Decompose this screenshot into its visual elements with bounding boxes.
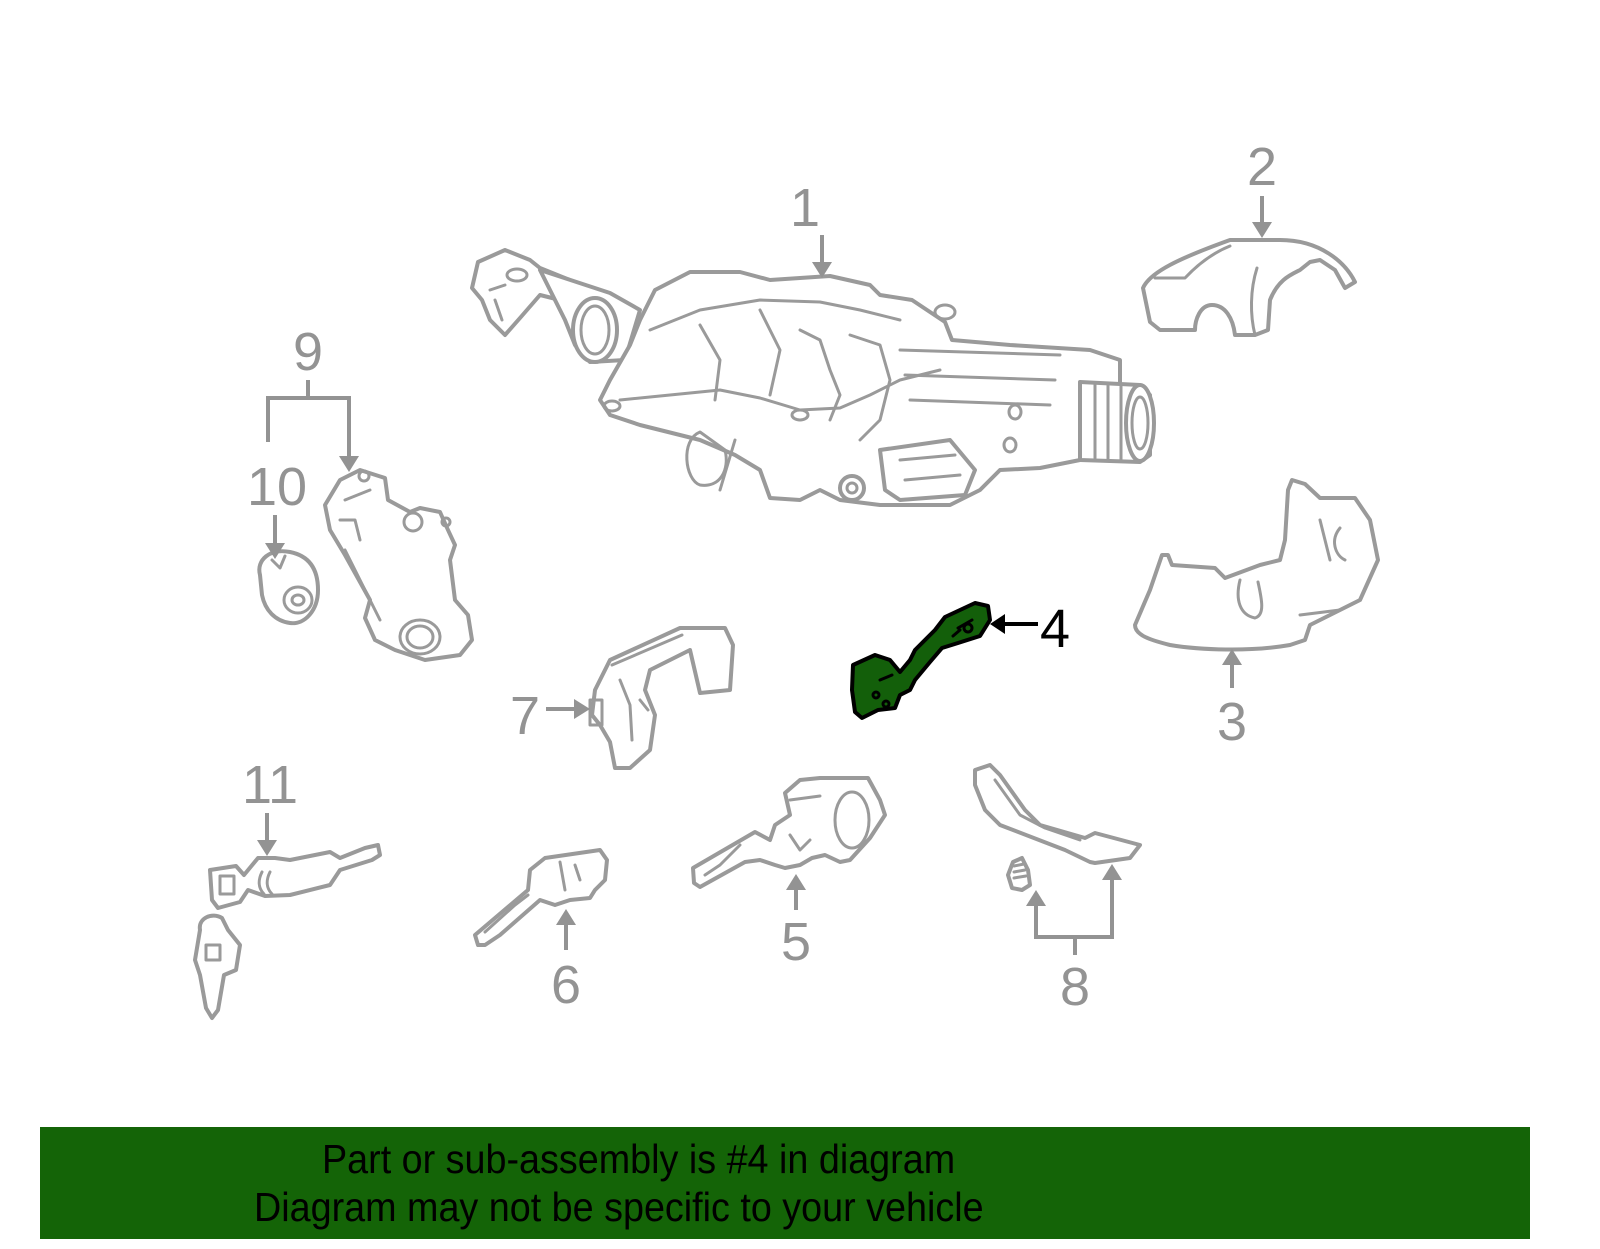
part-2-upper-cover[interactable]: [1141, 238, 1357, 337]
callout-label-4-active: 4: [1040, 599, 1070, 659]
callout-label-1: 1: [790, 178, 820, 238]
info-banner: Part or sub-assembly is #4 in diagram Di…: [40, 1127, 1530, 1239]
callout-label-11: 11: [242, 755, 298, 815]
part-8-trim-panel-and-bolt[interactable]: [973, 763, 1142, 892]
arrow-4-icon: [990, 614, 1005, 634]
part-10-ignition-switch[interactable]: [257, 549, 320, 626]
part-3-lower-cover[interactable]: [1133, 478, 1380, 652]
leader-9: [266, 396, 351, 456]
arrow-11-icon: [257, 840, 277, 856]
callout-label-7: 7: [510, 686, 540, 746]
callout-label-3: 3: [1217, 692, 1247, 752]
arrow-2-icon: [1252, 222, 1272, 238]
arrow-1-icon: [812, 262, 832, 278]
arrow-5-icon: [786, 874, 806, 890]
part-1-steering-column[interactable]: [470, 248, 1156, 507]
leader-8: [1034, 880, 1114, 939]
callout-label-2: 2: [1247, 137, 1277, 197]
callout-label-5: 5: [781, 912, 811, 972]
arrow-7-icon: [574, 699, 590, 719]
part-6-cruise-switch[interactable]: [473, 848, 609, 947]
banner-line-part-number: Part or sub-assembly is #4 in diagram: [322, 1136, 956, 1182]
callout-label-8: 8: [1060, 957, 1090, 1017]
callout-label-9: 9: [293, 322, 323, 382]
banner-line-disclaimer: Diagram may not be specific to your vehi…: [254, 1184, 984, 1230]
arrow-8a-icon: [1026, 890, 1046, 906]
arrow-6-icon: [556, 909, 576, 925]
arrow-8b-icon: [1102, 864, 1122, 880]
part-9-ignition-housing[interactable]: [323, 468, 474, 662]
arrow-9-icon: [339, 456, 359, 472]
callout-label-10: 10: [247, 457, 307, 517]
part-7-switch-housing[interactable]: [588, 626, 735, 770]
part-5-combination-switch[interactable]: [691, 776, 887, 889]
arrow-10-icon: [265, 543, 285, 559]
arrow-3-icon: [1222, 649, 1242, 665]
callout-label-6: 6: [551, 955, 581, 1015]
part-11-lock-cylinder-keys[interactable]: [193, 843, 382, 1020]
part-4-wiper-switch-highlighted[interactable]: [850, 601, 992, 720]
